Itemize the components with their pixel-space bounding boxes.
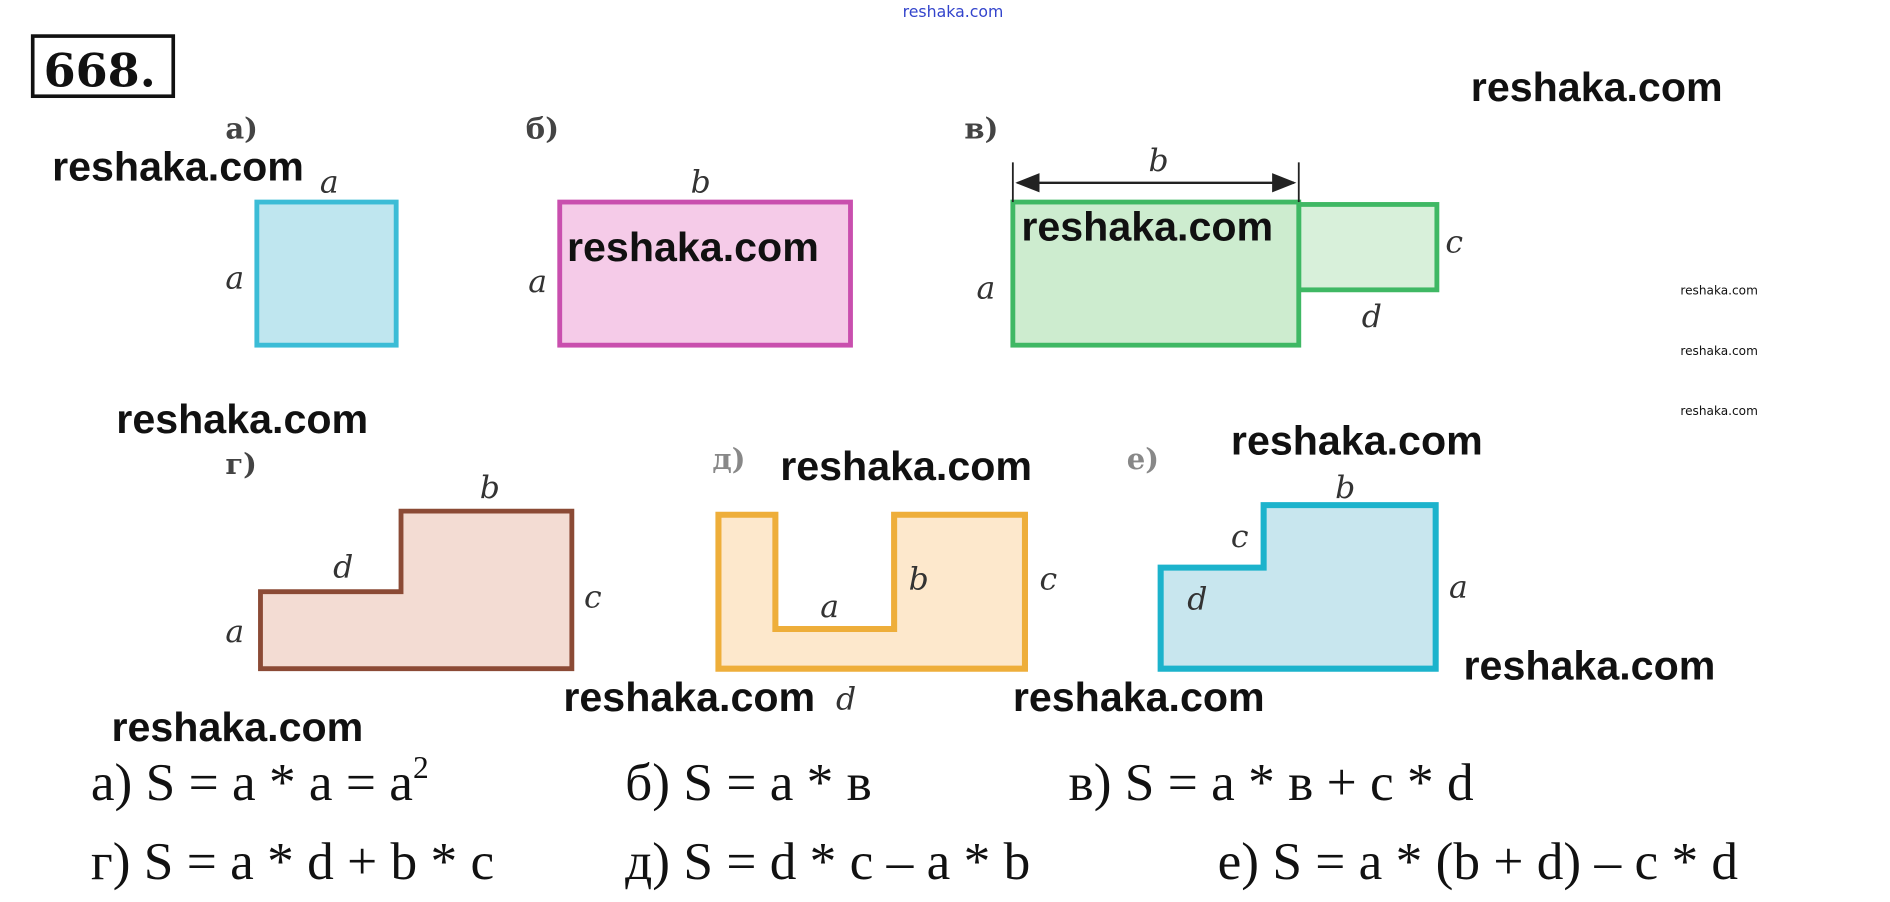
- svg-text:б): б): [526, 111, 559, 145]
- svg-text:d: d: [1362, 299, 1382, 335]
- figure-a: а) a a: [225, 111, 399, 348]
- svg-text:reshaka.com: reshaka.com: [1680, 344, 1757, 358]
- svg-text:a: a: [225, 261, 244, 297]
- svg-text:a: a: [820, 589, 839, 625]
- watermarks: reshaka.com reshaka.com reshaka.com resh…: [52, 64, 1758, 750]
- svg-text:в): в): [964, 111, 998, 145]
- top-watermark: reshaka.com: [903, 2, 1004, 21]
- svg-text:d: d: [836, 682, 856, 718]
- figure-e: е) b c d a: [1127, 442, 1468, 672]
- svg-text:b: b: [691, 165, 711, 201]
- figure-v: в) b c a d: [964, 111, 1463, 348]
- svg-text:668.: 668.: [44, 44, 156, 98]
- formula-v: в) S = a * в + c * d: [1069, 754, 1474, 812]
- formulas: а) S = a * a = a2 б) S = a * в в) S = a …: [91, 750, 1738, 891]
- svg-text:reshaka.com: reshaka.com: [1680, 404, 1757, 418]
- figure-d: д) b c a d: [712, 442, 1057, 717]
- svg-text:reshaka.com: reshaka.com: [111, 704, 363, 750]
- svg-text:reshaka.com: reshaka.com: [1021, 204, 1273, 250]
- svg-text:b: b: [1149, 143, 1169, 179]
- svg-text:reshaka.com: reshaka.com: [1231, 418, 1483, 464]
- figure-b: б) b a: [526, 111, 853, 348]
- svg-text:c: c: [1040, 561, 1058, 597]
- svg-text:d: d: [333, 549, 353, 585]
- svg-text:reshaka.com: reshaka.com: [1471, 64, 1723, 110]
- svg-text:reshaka.com: reshaka.com: [567, 224, 819, 270]
- svg-text:reshaka.com: reshaka.com: [563, 674, 815, 720]
- svg-text:a: a: [977, 270, 996, 306]
- svg-text:c: c: [1445, 225, 1463, 261]
- svg-text:d: d: [1187, 582, 1207, 618]
- svg-text:reshaka.com: reshaka.com: [780, 443, 1032, 489]
- svg-text:a: a: [528, 264, 547, 300]
- svg-text:а): а): [225, 111, 258, 145]
- svg-text:b: b: [480, 470, 500, 506]
- svg-text:reshaka.com: reshaka.com: [1013, 674, 1265, 720]
- figure-g: г) b d c a: [225, 447, 602, 672]
- svg-text:reshaka.com: reshaka.com: [1464, 643, 1716, 689]
- formula-e: е) S = a * (b + d) – c * d: [1218, 833, 1739, 891]
- svg-text:b: b: [1335, 470, 1355, 506]
- svg-text:reshaka.com: reshaka.com: [52, 144, 304, 190]
- formula-g: г) S = a * d + b * c: [91, 833, 494, 891]
- svg-text:c: c: [584, 579, 602, 615]
- formula-d: д) S = d * c – a * b: [625, 833, 1030, 891]
- svg-text:е): е): [1127, 442, 1159, 476]
- svg-text:a: a: [225, 614, 244, 650]
- svg-text:reshaka.com: reshaka.com: [1680, 284, 1757, 298]
- svg-text:b: b: [909, 561, 929, 597]
- formula-a: а) S = a * a = a2: [91, 750, 429, 812]
- formula-b: б) S = a * в: [625, 754, 872, 812]
- svg-text:a: a: [320, 165, 339, 201]
- svg-text:д): д): [712, 442, 745, 476]
- svg-text:reshaka.com: reshaka.com: [116, 396, 368, 442]
- svg-text:г): г): [225, 447, 257, 481]
- svg-text:c: c: [1231, 519, 1249, 555]
- problem-number: 668.: [30, 34, 176, 99]
- svg-text:a: a: [1449, 570, 1468, 606]
